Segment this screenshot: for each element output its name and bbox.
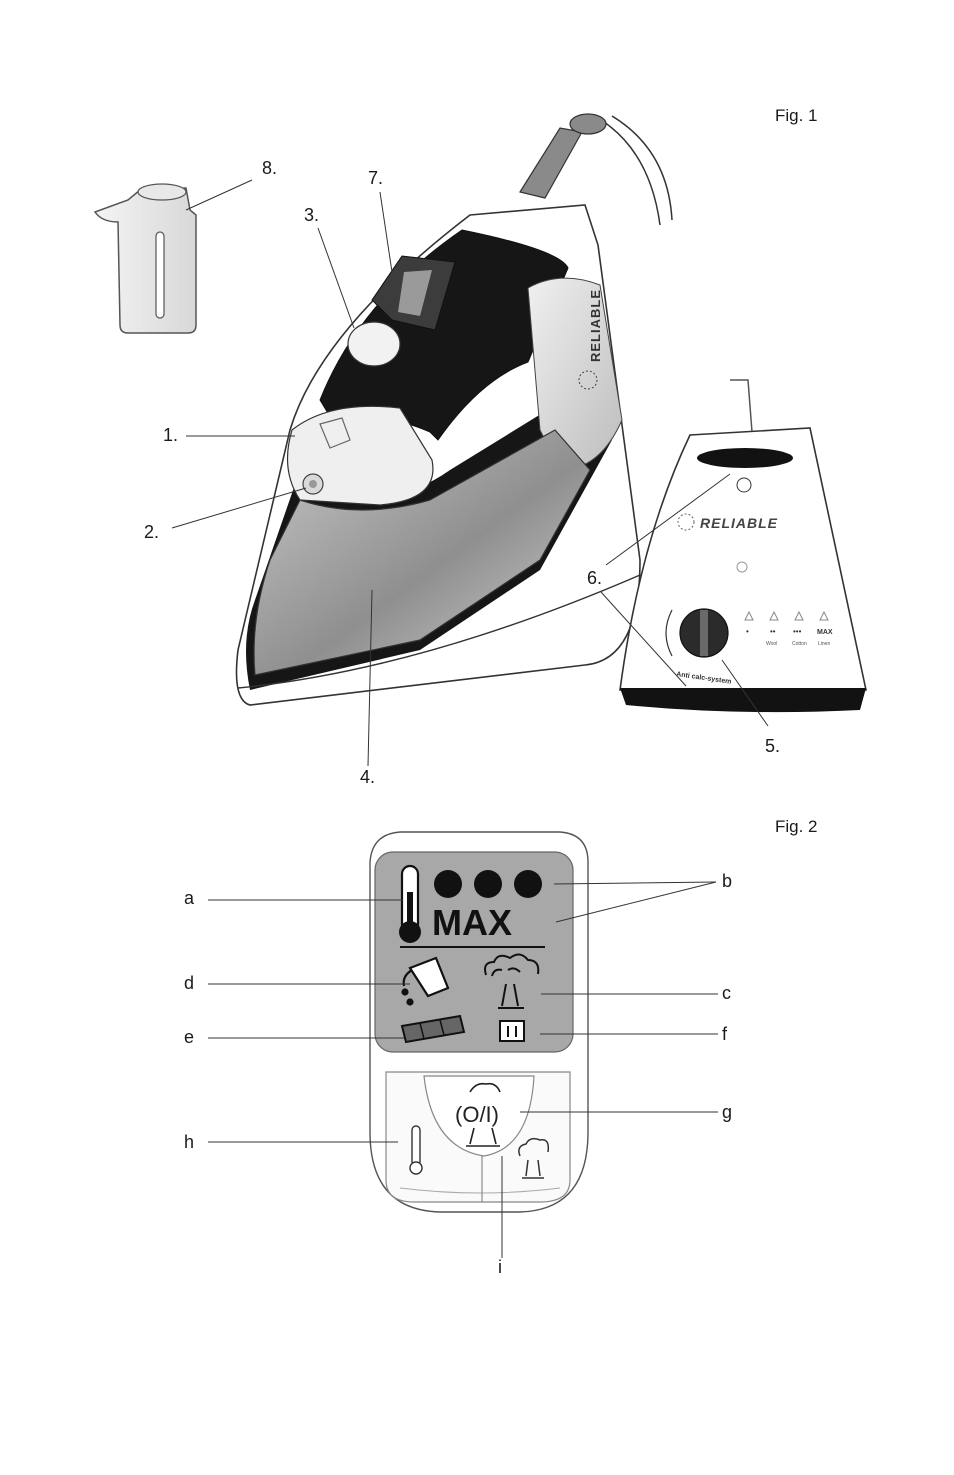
steam-ready-icon [484,953,540,1009]
heat-dot-2 [474,870,502,898]
heel-brand-text: RELIABLE [700,515,778,531]
fig1-drawing: RELIABLE RELIABLE Anti calc-system • •• [93,113,867,767]
measuring-jug [93,183,197,334]
setting-4: MAX [817,629,833,636]
callout-5: 5. [765,736,781,756]
setting-1: • [746,627,749,636]
anti-calc-cartridge-icon [400,1014,466,1044]
max-text: MAX [432,902,512,943]
callout-i: i [498,1257,502,1277]
callout-f: f [722,1024,728,1044]
setting-2: •• [770,627,776,636]
callout-g: g [722,1102,733,1122]
iron-brand-text: RELIABLE [588,289,603,362]
iron-heel-detail: RELIABLE Anti calc-system • •• ••• MAX W… [619,379,867,713]
steam-shot-icon[interactable] [518,1137,550,1179]
callout-7: 7. [368,168,384,188]
setting-name-1: Wool [766,641,777,647]
callout-e: e [184,1027,195,1047]
heat-dot-3 [514,870,542,898]
fig1-leader-lines [171,179,769,767]
refill-water-icon [401,956,450,1006]
fig2-drawing: MAX (O [208,831,718,1258]
setting-name-3: Linen [818,641,830,647]
fig1-title: Fig. 1 [775,106,818,125]
indicator-panel [374,851,574,1053]
thermometer-icon [399,864,421,943]
callout-d: d [184,973,195,993]
setting-3: ••• [793,627,802,636]
temperature-button[interactable] [409,1125,423,1175]
callout-6-upper: 6. [587,568,603,588]
callout-b: b [722,871,733,891]
callout-c: c [722,983,731,1003]
fig2-title: Fig. 2 [775,817,818,836]
steam-iron: RELIABLE [235,113,673,706]
setting-name-2: Cotton [792,641,807,647]
auto-off-icon [499,1020,525,1042]
steam-power-button[interactable] [423,1075,535,1157]
callout-4: 4. [360,767,376,787]
callout-3: 3. [304,205,320,225]
callout-h: h [184,1132,195,1152]
callout-8: 8. [262,158,278,178]
power-symbol-text: (O/I) [455,1102,499,1127]
callout-2: 2. [144,522,160,542]
heat-dot-1 [434,870,462,898]
fig2-leader-lines [208,881,718,1258]
callout-a: a [184,888,195,908]
callout-1: 1. [163,425,179,445]
